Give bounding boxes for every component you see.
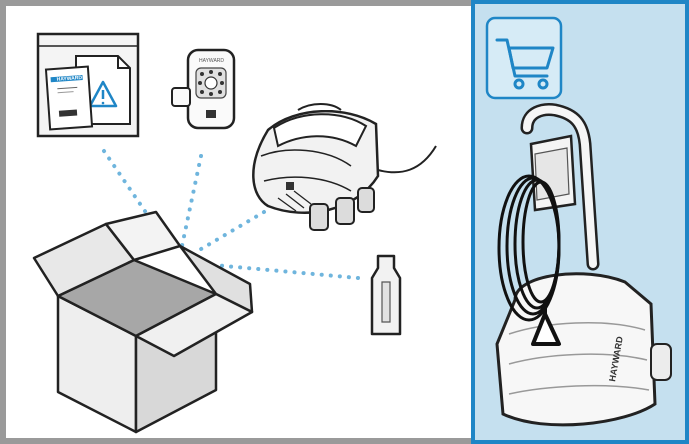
- caddy-cart-with-robot: HAYWARD: [497, 110, 671, 425]
- accessory-panel: HAYWARD: [471, 0, 689, 444]
- dotted-line-robot: [196, 212, 264, 252]
- cardboard-box: [34, 212, 252, 432]
- manual-bag: HAYWARD: [38, 34, 138, 136]
- accessory-drawing: HAYWARD: [475, 4, 685, 440]
- control-box: HAYWARD: [172, 50, 234, 128]
- hose-connector-piece: [372, 256, 400, 334]
- dotted-line-control-box: [182, 156, 201, 246]
- shopping-cart-icon: [487, 18, 561, 98]
- contents-drawing: HAYWARD HAYWARD: [6, 6, 473, 444]
- robot-cleaner: [253, 104, 436, 230]
- control-box-brand-text: HAYWARD: [199, 58, 224, 64]
- contents-panel: HAYWARD HAYWARD: [0, 0, 473, 444]
